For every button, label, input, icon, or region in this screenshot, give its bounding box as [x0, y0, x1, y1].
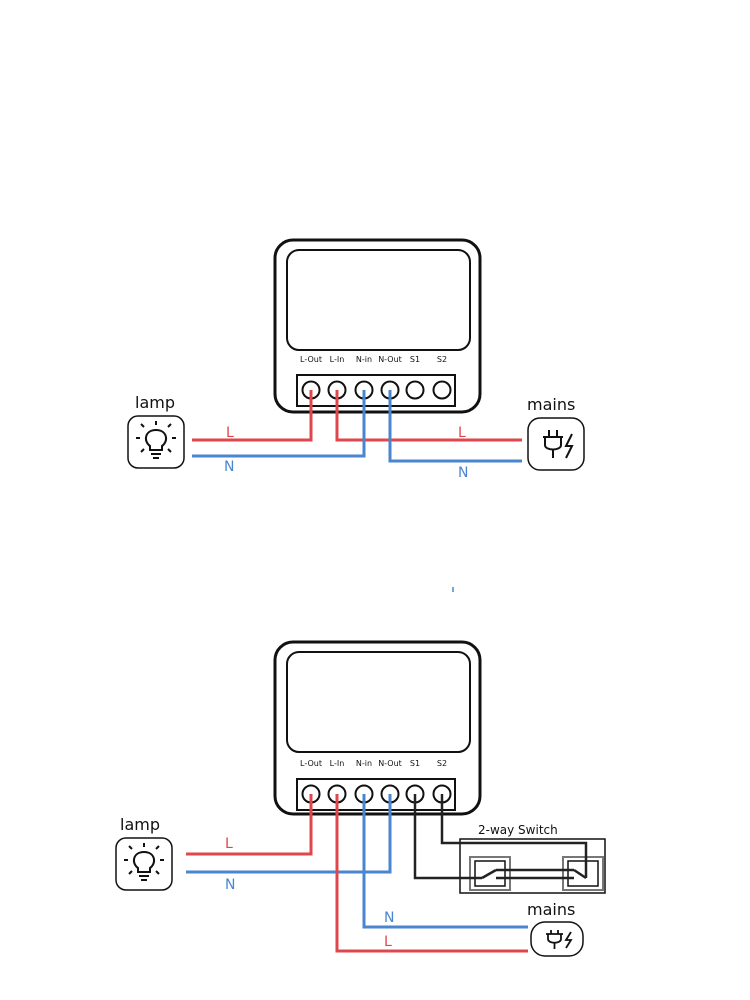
lightbulb-icon	[115, 837, 173, 891]
wire-label-n-left: N	[224, 459, 234, 475]
live-wire-mains	[335, 794, 528, 953]
wire-label-l-right: L	[458, 425, 466, 441]
terminal-label-s2: S2	[437, 759, 447, 768]
terminal-label-n-out: N-Out	[378, 355, 402, 364]
terminal-label-s1: S1	[410, 355, 420, 364]
switch-enclosure	[459, 838, 606, 894]
wire-label-l-left: L	[226, 425, 234, 441]
terminal-s2	[432, 380, 452, 400]
live-wire-lamp	[186, 794, 313, 856]
mains-label: mains	[527, 900, 575, 919]
diagram-1: L-Out L-In N-in N-Out S1 S2 L N L N lamp	[127, 238, 585, 481]
neutral-wire-mains	[388, 390, 522, 463]
terminal-s1	[405, 380, 425, 400]
terminal-block	[296, 778, 456, 811]
neutral-wire-mains	[362, 794, 528, 929]
terminal-label-l-in: L-In	[330, 355, 345, 364]
terminal-label-n-in: N-in	[356, 759, 372, 768]
wire-label-l-right: L	[384, 934, 392, 950]
s1-wire	[413, 794, 482, 880]
two-way-switch-label: 2-way Switch	[478, 823, 558, 837]
lamp-label: lamp	[120, 815, 160, 834]
neutral-wire-lamp	[186, 794, 392, 874]
wire-label-l-left: L	[225, 836, 233, 852]
lightbulb-icon	[127, 415, 185, 469]
terminal-label-l-in: L-In	[330, 759, 345, 768]
s2-wire	[440, 794, 588, 878]
mains-label: mains	[527, 395, 575, 414]
smart-switch-module-1: L-Out L-In N-in N-Out S1 S2	[273, 238, 482, 414]
live-wire-mains	[335, 390, 522, 442]
plug-icon	[530, 921, 584, 957]
switch-lever-1	[481, 868, 497, 880]
terminal-label-n-out: N-Out	[378, 759, 402, 768]
smart-switch-module-2: L-Out L-In N-in N-Out S1 S2	[273, 640, 482, 816]
live-wire-lamp	[192, 390, 313, 442]
plug-icon	[527, 417, 585, 471]
switch-lever-2	[573, 868, 587, 880]
switch-unit-2	[562, 856, 604, 891]
terminal-label-n-in: N-in	[356, 355, 372, 364]
terminal-label-l-out: L-Out	[300, 759, 322, 768]
terminal-label-s2: S2	[437, 355, 447, 364]
terminal-block	[296, 374, 456, 407]
terminal-label-s1: S1	[410, 759, 420, 768]
wire-label-n-right: N	[458, 465, 468, 481]
neutral-wire-lamp	[192, 390, 366, 458]
wire-label-n-right: N	[384, 910, 394, 926]
terminal-label-l-out: L-Out	[300, 355, 322, 364]
wire-label-n-left: N	[225, 877, 235, 893]
diagram-2: L-Out L-In N-in N-Out S1 S2 2-way Switch	[115, 640, 606, 957]
lamp-label: lamp	[135, 393, 175, 412]
